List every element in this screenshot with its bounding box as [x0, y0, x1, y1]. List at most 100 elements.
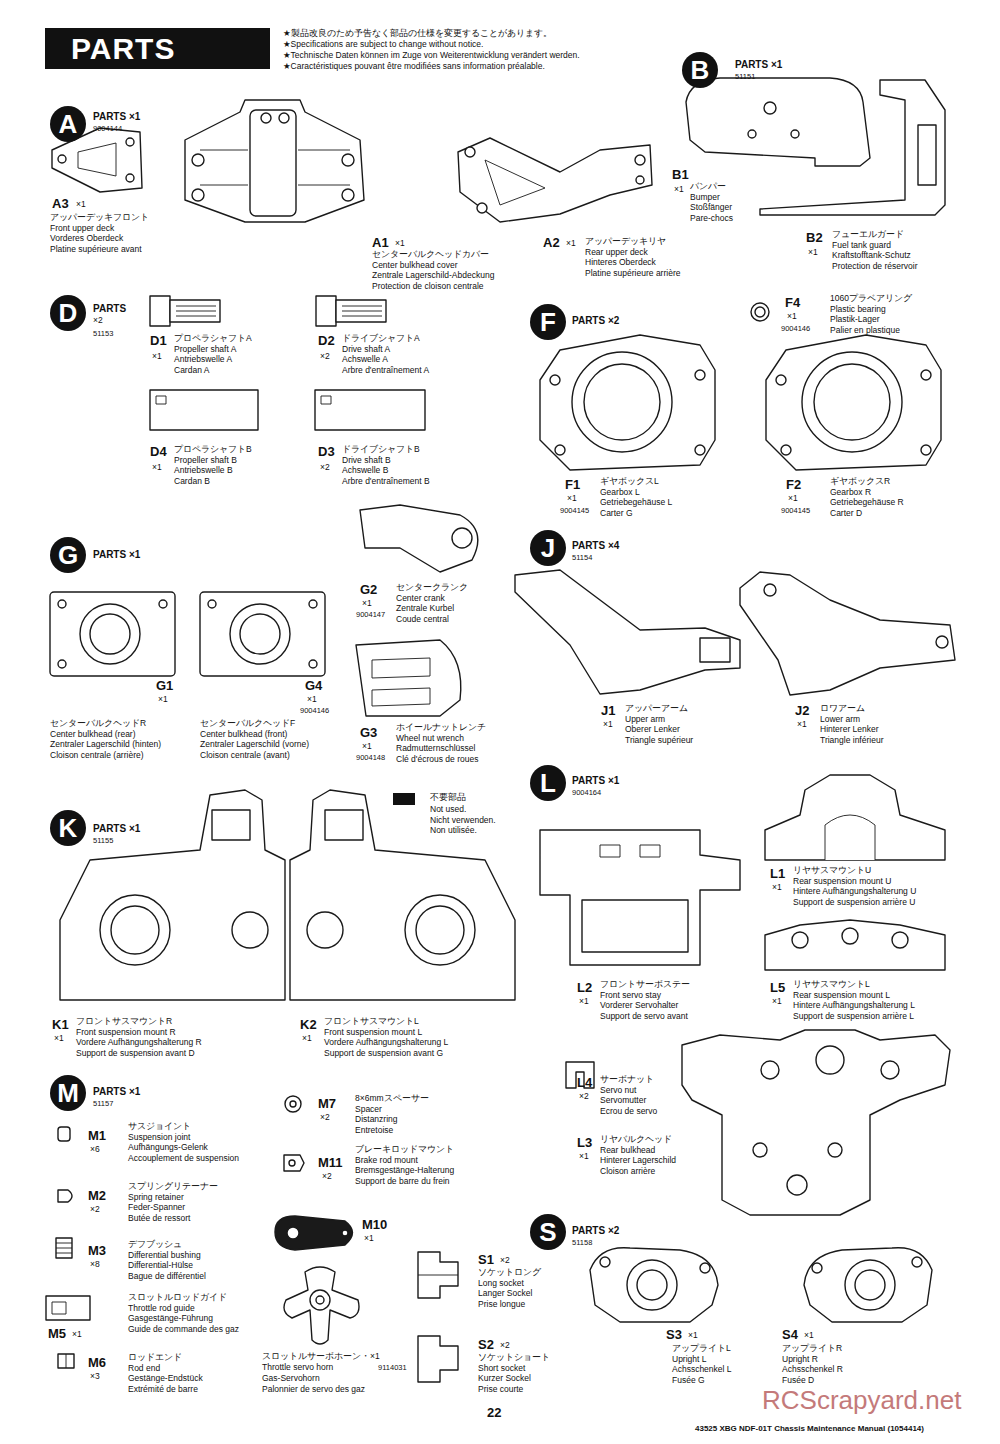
part-name: Achsschenkel R	[782, 1365, 843, 1375]
tree-letter: G	[58, 542, 78, 568]
center-bulkhead-cover	[200, 150, 248, 151]
front-suspension-mount	[307, 912, 343, 948]
legend-text: 不要部品	[430, 792, 466, 804]
socket-upright	[418, 1252, 458, 1298]
part-name: Center bulkhead (rear)	[50, 730, 136, 740]
part-name: ソケットロング	[478, 1268, 541, 1278]
part-name: Accouplement de suspension	[128, 1154, 239, 1164]
part-name: リヤバルクヘッド	[600, 1135, 672, 1145]
rear-upper-deck	[477, 203, 487, 213]
rear-mount	[828, 1143, 842, 1157]
part-name: Cloison centrale (arrière)	[50, 751, 144, 761]
part-number: 9004145	[781, 507, 810, 516]
part-name: スロットルサーボホーン・×1	[262, 1352, 380, 1362]
part-code: M1	[88, 1129, 106, 1144]
note-text: ★Specifications are subject to change wi…	[283, 40, 483, 50]
part-name: Pare-chocs	[690, 214, 733, 224]
shaft	[150, 296, 170, 326]
front-suspension-mount	[325, 810, 363, 840]
part-name: センターバルクヘッドF	[200, 719, 295, 729]
part-name: Distanzring	[355, 1115, 398, 1125]
fuel-tank-guard	[760, 80, 945, 215]
parts-count: PARTS ×1	[93, 111, 140, 123]
part-number: 51158	[572, 1239, 592, 1248]
upper-deck-front	[126, 174, 134, 182]
gearbox	[802, 352, 902, 452]
part-code: M11	[318, 1156, 343, 1171]
center-bulkhead	[58, 660, 66, 668]
small-part	[58, 1127, 70, 1141]
center-bulkhead	[309, 600, 317, 608]
rear-mount	[753, 1143, 767, 1157]
watermark: RCScrapyard.net	[762, 1386, 961, 1416]
center-bulkhead-cover	[185, 100, 364, 222]
center-bulkhead	[159, 600, 167, 608]
part-name: Triangle supérieur	[625, 736, 693, 746]
rear-mount	[881, 1061, 899, 1079]
part-name: Propeller shaft A	[174, 345, 236, 355]
part-name: Fusée G	[672, 1376, 705, 1386]
part-code: A2	[543, 236, 560, 251]
parts-count: PARTS ×4	[572, 540, 619, 552]
quantity: ×6	[90, 1145, 100, 1155]
gearbox	[695, 445, 705, 455]
quantity: ×2	[320, 1113, 330, 1123]
quantity: ×1	[302, 1034, 312, 1044]
quantity: ×1	[567, 494, 577, 504]
part-name: Platine supérieure arrière	[585, 269, 680, 279]
part-name: Feder-Spanner	[128, 1203, 185, 1213]
parts-count: PARTS ×1	[735, 59, 782, 71]
small-part	[285, 1096, 301, 1112]
part-name: Langer Sockel	[478, 1289, 532, 1299]
small-part	[56, 1243, 72, 1244]
part-name: フューエルガード	[832, 230, 904, 240]
parts-tree-letter: S	[530, 1214, 566, 1250]
part-name: Ecrou de servo	[600, 1107, 657, 1117]
part-name: Differential bushing	[128, 1251, 201, 1261]
parts-count: PARTS	[93, 303, 126, 315]
socket-upright	[418, 1275, 458, 1276]
rear-mount	[761, 1061, 779, 1079]
center-bulkhead	[372, 688, 430, 706]
parts-tree-letter: B	[682, 52, 718, 88]
part-name: Support de suspension arrière L	[793, 1012, 914, 1022]
part-code: S3	[666, 1328, 682, 1343]
shaft	[176, 316, 216, 317]
suspension-arm	[515, 570, 740, 694]
socket-upright	[627, 1260, 677, 1310]
shaft	[176, 306, 216, 307]
shaft	[342, 306, 382, 307]
page-title: PARTS	[71, 32, 175, 66]
part-name: Gearbox L	[600, 488, 640, 498]
gearbox	[755, 307, 765, 317]
part-code: F1	[565, 478, 580, 493]
part-name: Prise courte	[478, 1385, 523, 1395]
part-name: Arbre d'entraînement A	[342, 366, 429, 376]
part-name: Getriebegehäuse R	[830, 498, 904, 508]
part-code: L4	[577, 1076, 592, 1091]
part-name: Upright R	[782, 1355, 818, 1365]
part-name: Rear suspension mount U	[793, 877, 891, 887]
center-bulkhead-cover	[298, 185, 350, 186]
tree-letter: F	[540, 309, 556, 335]
part-name: Radmutternschlüssel	[396, 744, 475, 754]
fuel-tank-guard	[760, 80, 945, 215]
part-number: 9004145	[560, 507, 589, 516]
rear-mount	[825, 815, 875, 860]
gearbox	[751, 303, 769, 321]
rear-mount	[600, 845, 620, 857]
part-number: 51155	[93, 837, 113, 846]
part-code: K2	[300, 1018, 317, 1033]
socket-upright	[845, 1260, 895, 1310]
parts-tree-letter: G	[50, 537, 86, 573]
quantity: ×1	[76, 200, 86, 210]
center-bulkhead	[372, 658, 430, 678]
part-name: Cloison arrière	[600, 1167, 655, 1177]
part-name: Hintere Aufhängungshalterung L	[793, 1001, 915, 1011]
part-name: Oberer Lenker	[625, 725, 680, 735]
suspension-arm	[764, 584, 776, 596]
center-bulkhead-cover	[298, 150, 350, 151]
part-name: Hinterer Lenker	[820, 725, 879, 735]
part-code: L2	[577, 981, 592, 996]
shaft	[156, 396, 166, 404]
